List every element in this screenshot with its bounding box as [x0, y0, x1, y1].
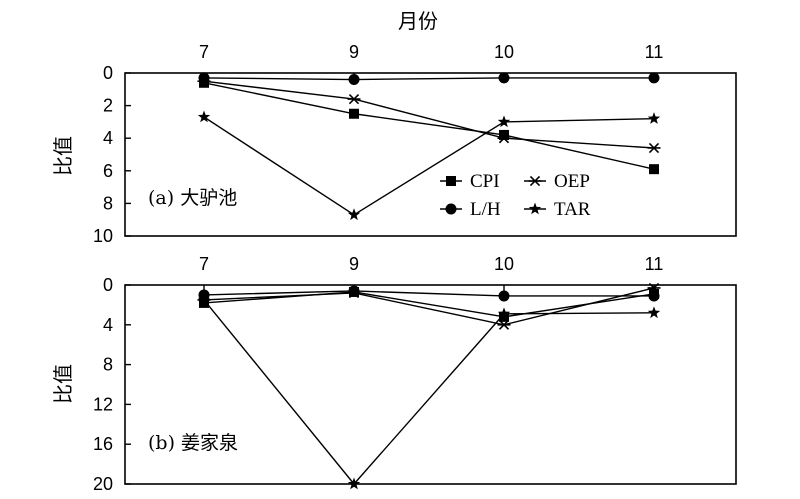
- data-point-circle: [648, 72, 660, 84]
- data-point-star: [347, 208, 361, 221]
- y-tick-label: 4: [103, 128, 113, 148]
- legend-marker-square: [446, 176, 456, 186]
- legend-marker-asterisk: [528, 175, 542, 187]
- x-tick-label: 11: [645, 42, 664, 62]
- data-point-asterisk: [497, 133, 511, 144]
- series-tar: [197, 293, 661, 490]
- series-oep: [197, 76, 661, 154]
- series-line: [203, 116, 655, 216]
- data-point-star: [347, 477, 361, 490]
- series-l-h: [198, 285, 660, 302]
- x-tick-label: 7: [199, 254, 209, 274]
- legend-label: CPI: [470, 171, 500, 192]
- data-point-star: [647, 112, 661, 124]
- data-point-circle: [498, 290, 510, 302]
- y-tick-label: 16: [93, 434, 113, 454]
- data-point-square: [199, 297, 209, 308]
- y-tick-label: 0: [103, 275, 113, 295]
- series-line: [203, 80, 655, 149]
- data-point-asterisk: [647, 142, 661, 154]
- x-tick-label: 9: [349, 42, 359, 62]
- series-l-h: [198, 72, 660, 86]
- data-point-star: [197, 110, 211, 123]
- data-point-asterisk: [347, 287, 361, 299]
- series-line: [203, 299, 655, 486]
- y-axis-label: 比值: [51, 364, 75, 404]
- data-point-star: [197, 293, 211, 306]
- x-axis-title: 月份: [398, 9, 438, 33]
- data-point-square: [349, 108, 359, 119]
- data-point-asterisk: [497, 319, 511, 330]
- y-tick-label: 6: [103, 161, 113, 181]
- data-point-square: [649, 164, 659, 175]
- data-point-circle: [648, 290, 660, 302]
- y-tick-label: 8: [103, 193, 113, 213]
- legend-entry: TAR: [524, 199, 591, 220]
- panel-b-frame: [124, 284, 737, 485]
- legend-label: L/H: [470, 199, 501, 220]
- legend-entry: CPI: [440, 171, 500, 192]
- series-line: [203, 77, 654, 81]
- x-tick-label: 10: [494, 42, 514, 62]
- panel-label: (a) 大驴池: [148, 187, 237, 209]
- y-tick-label: 0: [103, 63, 113, 83]
- series-line: [203, 291, 655, 318]
- data-point-star: [497, 115, 511, 128]
- y-tick-label: 12: [93, 394, 113, 414]
- series-cpi: [199, 77, 659, 175]
- data-point-square: [499, 129, 509, 140]
- legend-marker-circle: [445, 203, 457, 215]
- series-line: [203, 287, 655, 326]
- series-tar: [197, 110, 661, 221]
- y-axis-label: 比值: [51, 136, 75, 176]
- data-point-asterisk: [197, 76, 211, 87]
- data-point-circle: [348, 285, 360, 297]
- y-tick-label: 2: [103, 96, 113, 116]
- y-tick-label: 20: [93, 474, 113, 494]
- legend-label: TAR: [554, 199, 591, 220]
- panel-a: 0 2 4 6 8 10 7 9 10 11 比值 (a) 大驴池 CPI L/H OEP TAR: [51, 42, 737, 246]
- y-tick-label: 4: [103, 315, 113, 335]
- legend-entry: L/H: [440, 199, 501, 220]
- series-line: [203, 82, 655, 170]
- x-tick-label: 9: [349, 254, 359, 274]
- data-point-star: [497, 307, 511, 320]
- legend-entry: OEP: [524, 171, 590, 192]
- panel-a-frame: [124, 72, 737, 237]
- data-point-circle: [498, 72, 510, 84]
- y-tick-label: 10: [93, 226, 113, 246]
- x-tick-label: 7: [199, 42, 209, 62]
- legend-marker-star: [528, 202, 542, 215]
- data-point-star: [647, 306, 661, 319]
- x-tick-label: 11: [645, 254, 664, 274]
- series-line: [203, 290, 654, 297]
- data-point-asterisk: [647, 282, 661, 294]
- data-point-asterisk: [347, 93, 361, 105]
- y-tick-label: 8: [103, 355, 113, 375]
- panel-b: 0 4 8 12 16 20 7 9 10 11 比值 (b) 姜家泉: [51, 254, 737, 494]
- legend-label: OEP: [554, 171, 590, 192]
- series-oep: [197, 282, 661, 330]
- data-point-square: [499, 311, 509, 322]
- data-point-circle: [348, 74, 360, 86]
- panel-label: (b) 姜家泉: [148, 432, 238, 454]
- legend: CPI L/H OEP TAR: [440, 171, 591, 220]
- x-tick-label: 10: [494, 254, 514, 274]
